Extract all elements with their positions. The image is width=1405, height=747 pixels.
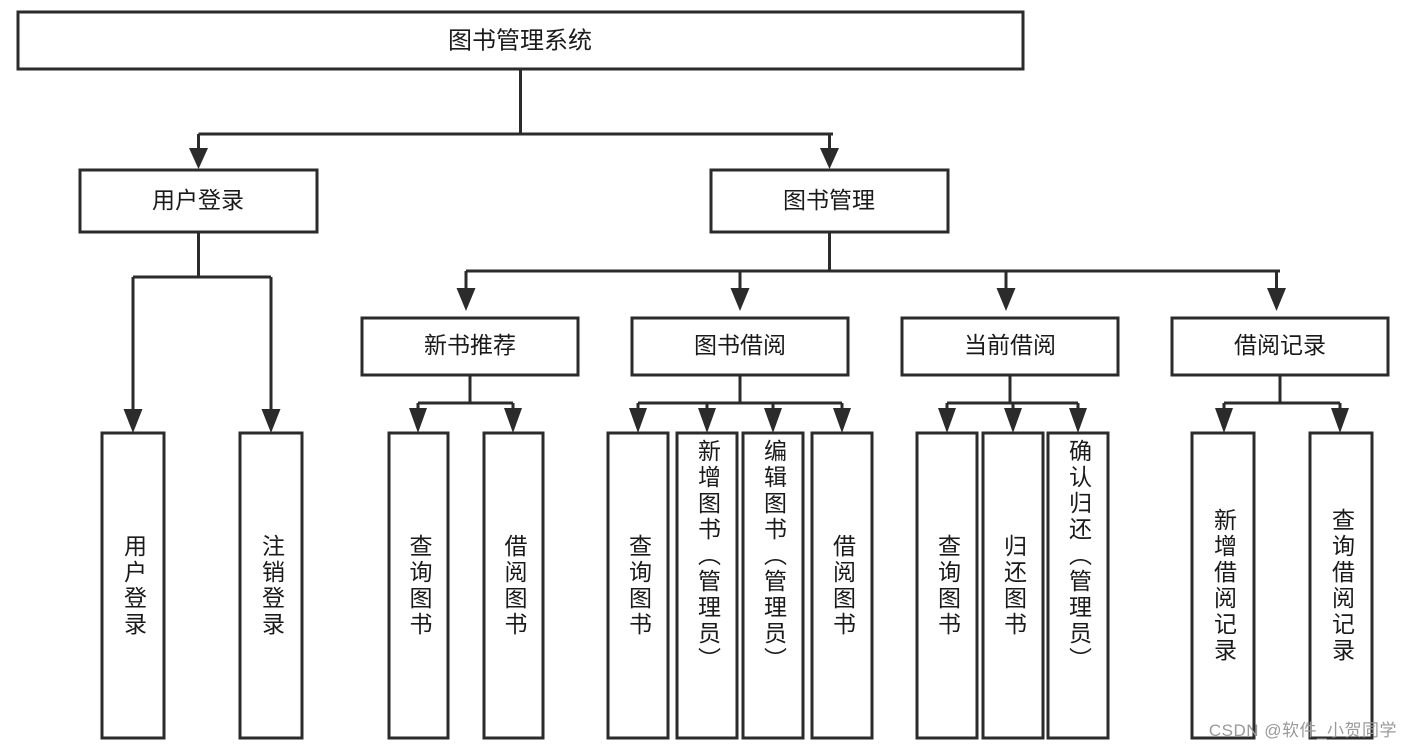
leaf-bb-edit-book-box[interactable] [741,431,805,740]
node-book-borrow-box[interactable] [630,316,850,377]
watermark: CSDN @软件_小贺同学 [1208,721,1397,740]
node-book-borrow-label: 图书借阅 [694,332,786,358]
node-borrow-record-label: 借阅记录 [1234,332,1326,358]
leaf-bb-query-book-box[interactable] [606,431,670,740]
leaf-br-add-record-box[interactable] [1190,431,1256,740]
leaf-bb-add-book-box[interactable] [675,431,739,740]
node-user-login-box[interactable] [78,168,319,234]
arrow-head-book-mgmt [820,148,839,169]
leaf-bb-borrow-book-box[interactable] [810,431,874,740]
node-new-book-box[interactable] [360,316,580,377]
arrow-head-book-borrow [730,288,750,311]
node-root-label: 图书管理系统 [448,27,592,54]
node-current-borrow-label: 当前借阅 [964,332,1056,358]
arrow-head-nb-leaf2 [504,408,522,433]
arrow-head-leaf-logout [261,409,281,433]
leaf-logout-box[interactable] [238,431,304,740]
arrow-head-current-borrow [996,288,1016,311]
arrow-head-cb-leaf1 [938,408,956,433]
arrow-head-cb-leaf3 [1069,408,1087,433]
nodes-group: 图书管理系统 用户登录 图书管理 新书推荐 图书借阅 当前借阅 借阅记录 [16,10,1390,740]
leaf-cb-confirm-return-box[interactable] [1046,431,1110,740]
arrow-head-bb-leaf3 [764,408,782,433]
arrow-head-br-leaf1 [1215,408,1233,433]
node-root-box[interactable] [16,10,1025,71]
node-book-mgmt-box[interactable] [709,168,950,234]
node-borrow-record-box[interactable] [1170,316,1390,377]
leaf-user-login-box[interactable] [100,431,166,740]
arrow-head-borrow-record [1267,288,1286,311]
arrow-head-bb-leaf1 [629,408,647,433]
edges-group [123,69,1349,433]
leaf-br-query-record-box[interactable] [1308,431,1374,740]
arrow-head-new-book [456,288,476,311]
leaf-cb-return-book-box[interactable] [981,431,1045,740]
node-book-mgmt-label: 图书管理 [783,187,875,213]
arrow-head-br-leaf2 [1331,408,1349,433]
arrow-head-bb-leaf4 [833,408,851,433]
node-user-login-label: 用户登录 [152,187,244,213]
node-new-book-label: 新书推荐 [424,332,516,358]
node-current-borrow-box[interactable] [900,316,1120,377]
arrow-head-cb-leaf2 [1004,408,1022,433]
arrow-head-nb-leaf1 [409,408,427,433]
arrow-head-user-login [189,148,208,169]
arrow-head-bb-leaf2 [698,408,716,433]
arrow-head-leaf-user-login [123,409,143,433]
leaf-cb-query-book-box[interactable] [915,431,979,740]
leaf-nb-borrow-book-box[interactable] [482,431,545,740]
leaf-nb-query-book-box[interactable] [387,431,450,740]
